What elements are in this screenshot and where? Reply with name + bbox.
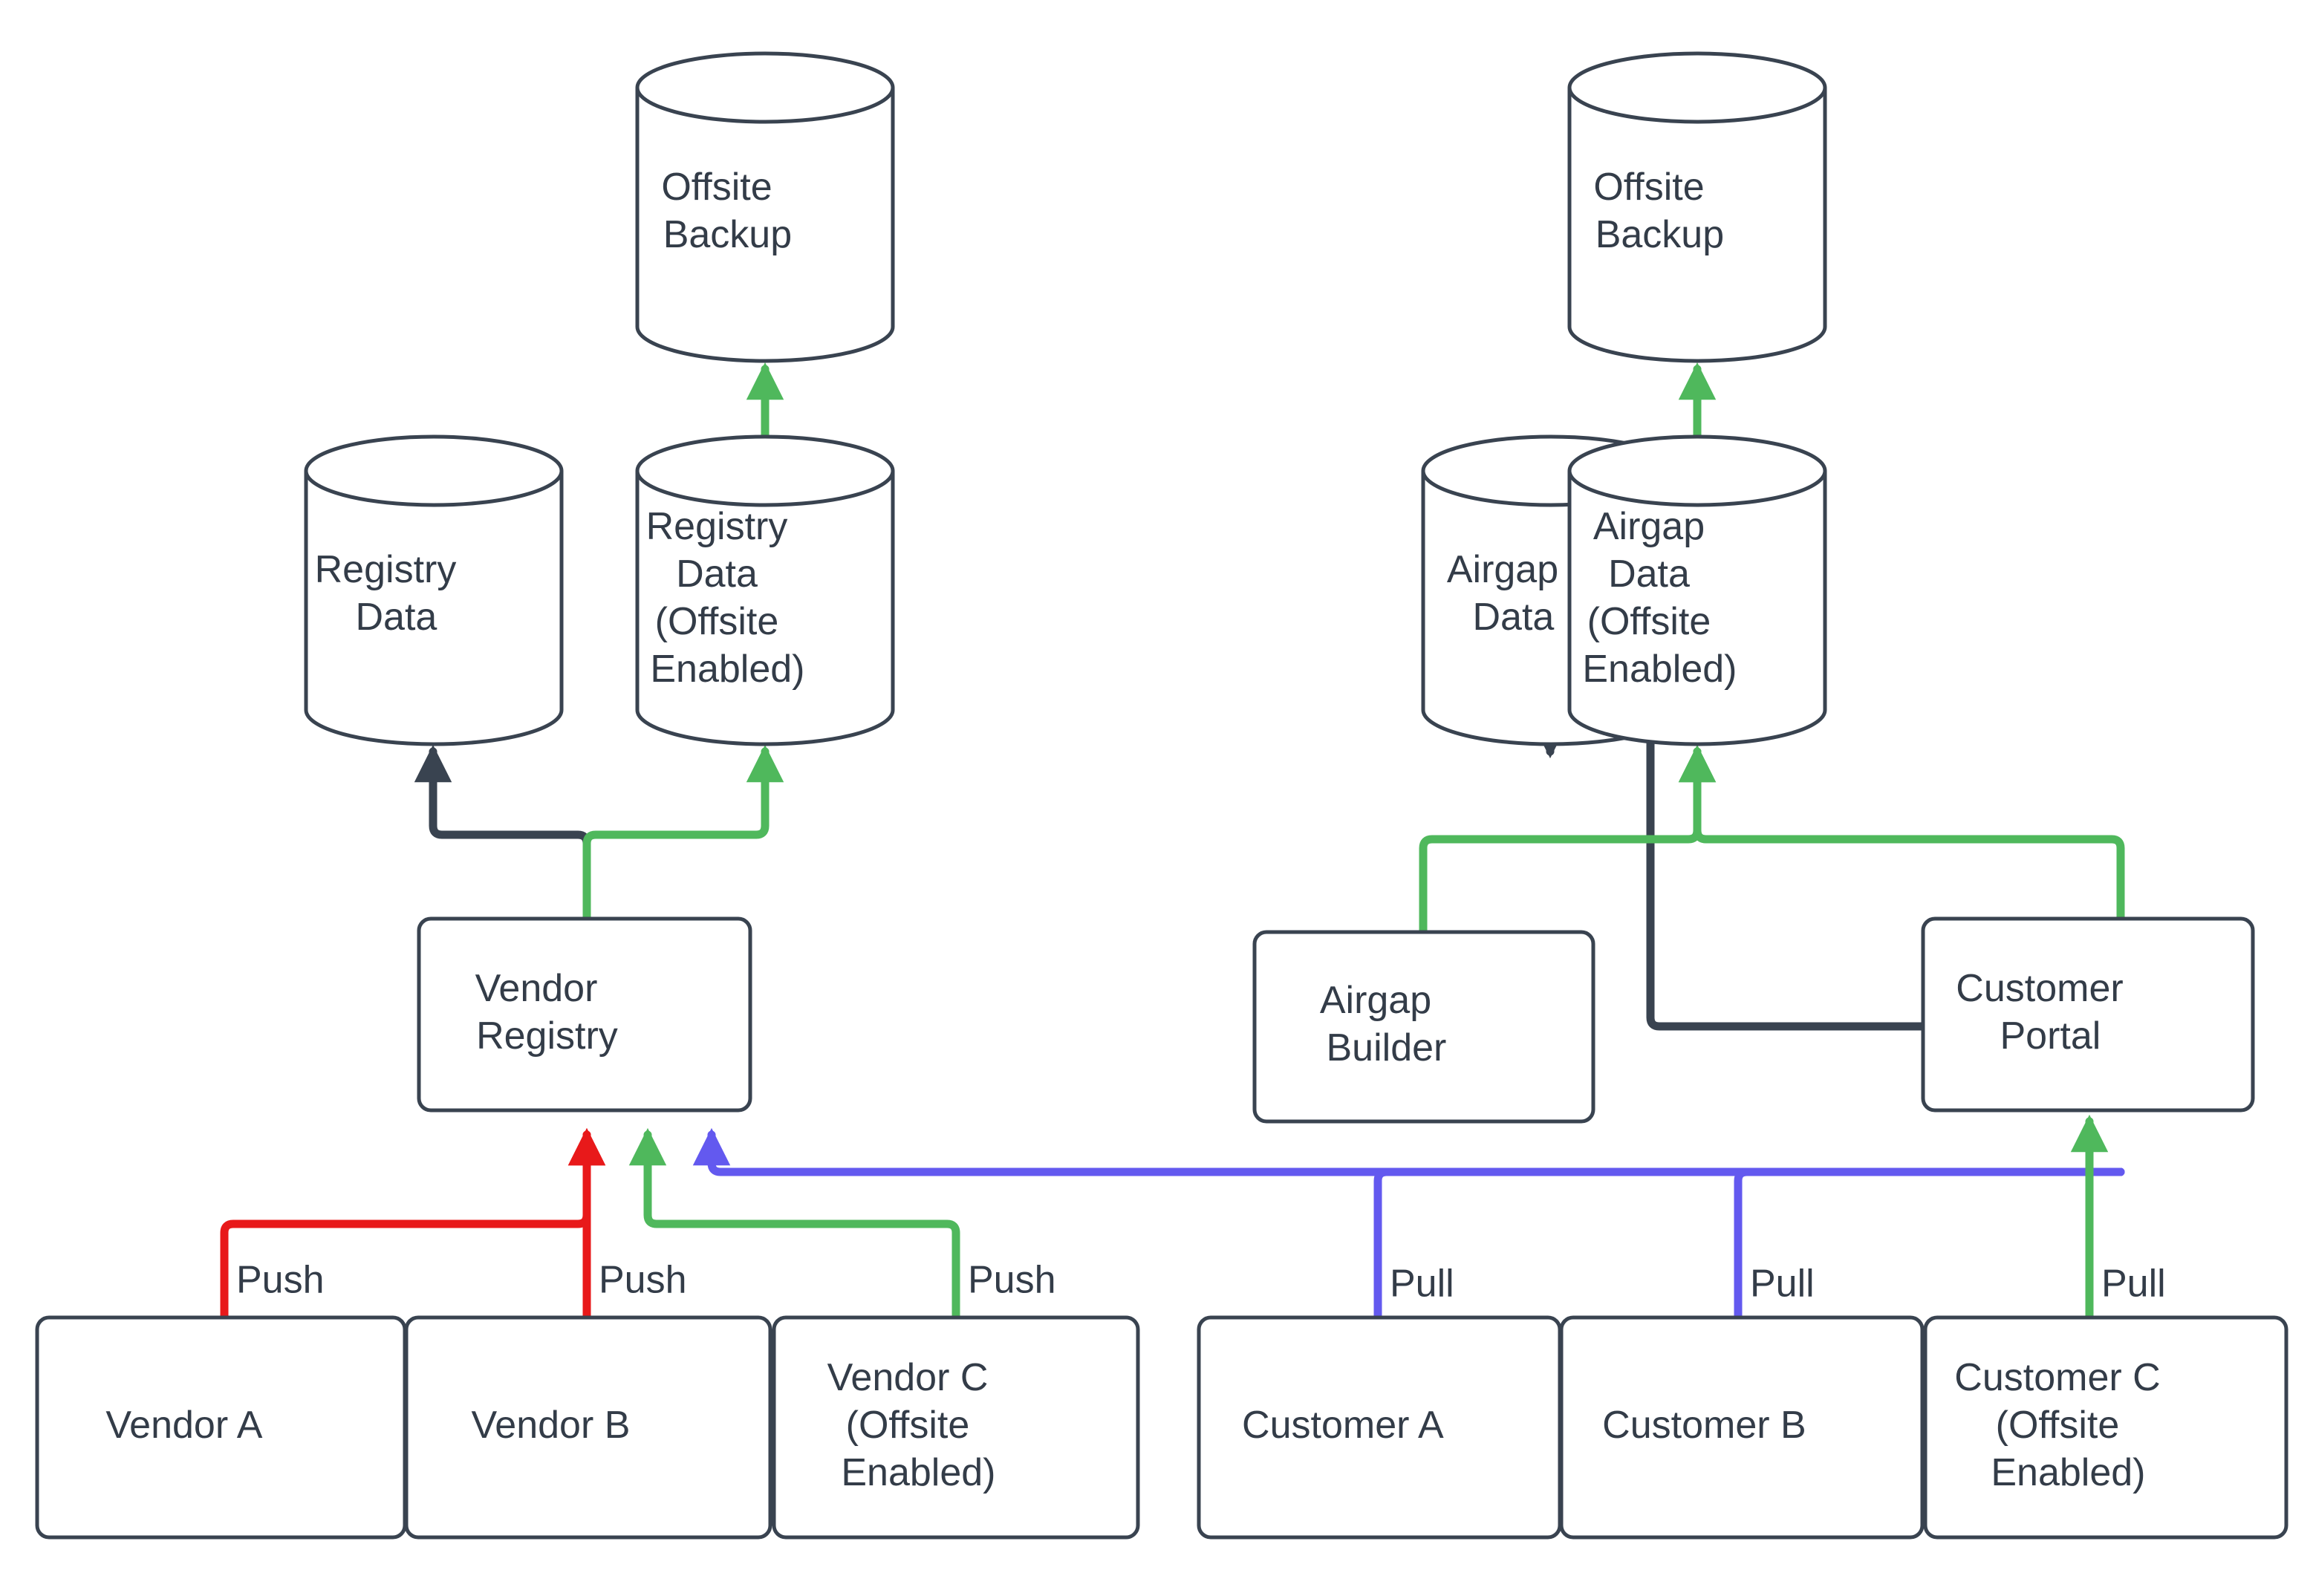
service-label-line: Builder: [1326, 1026, 1446, 1069]
service-airgap-builder[interactable]: Airgap Builder: [1252, 930, 1595, 1124]
edge-registry-to-registry-data-offsite: [582, 744, 784, 922]
edge-customer-a-to-portal: [1373, 1167, 2125, 1320]
edge-label-layer: Push Push Push Pull Pull Pull: [236, 1259, 2166, 1306]
datastore-label-line: Registry: [315, 548, 457, 591]
datastore-label-line: Data: [1608, 553, 1690, 596]
datastore-label-line: Backup: [663, 213, 792, 256]
actor-customer-c[interactable]: Customer C (Offsite Enabled): [1923, 1315, 2288, 1540]
edge-layer: [220, 362, 2125, 1320]
datastore-label-line: Backup: [1595, 213, 1724, 256]
actor-label-line: (Offsite: [1996, 1404, 2120, 1447]
service-customer-portal[interactable]: Customer Portal: [1921, 916, 2255, 1113]
datastore-label-line: (Offsite: [1587, 600, 1711, 643]
edge-customer-portal-to-registry: [692, 1127, 2125, 1176]
datastore-label-line: Data: [356, 596, 437, 639]
edge-customer-b-to-portal: [1734, 1167, 2125, 1320]
datastore-label-line: Registry: [646, 505, 788, 548]
svg-text:Airgap Builder: Airgap Builder: [1320, 979, 1528, 1069]
datastore-label-line: Data: [676, 553, 758, 596]
datastore-label-line: Data: [1473, 596, 1555, 639]
actor-vendor-a[interactable]: Vendor A: [35, 1315, 407, 1540]
actor-label-line: Customer A: [1242, 1404, 1444, 1447]
service-label-line: Portal: [2000, 1014, 2101, 1058]
datastore-label-line: Offsite: [661, 166, 772, 209]
datastore-registry-data[interactable]: Registry Data: [304, 434, 564, 746]
svg-text:Vendor A: Vendor A: [105, 1404, 335, 1447]
actor-label-line: Vendor C: [827, 1356, 989, 1399]
datastore-label-line: Enabled): [650, 648, 804, 691]
edge-airgap-builder-to-airgap-data-offsite: [1419, 744, 1717, 944]
actor-label-line: Customer B: [1602, 1404, 1806, 1447]
actor-label-line: (Offsite: [846, 1404, 970, 1447]
svg-text:Offsite Backup: Offsite Backup: [1593, 166, 1800, 256]
datastore-layer: Offsite Backup Registry Data Registry Da…: [304, 51, 1827, 746]
datastore-label-line: Airgap: [1593, 505, 1705, 548]
svg-text:Airgap Data (O: Airgap Data (Offsite Enabled): [1582, 505, 1812, 691]
edge-vendor-c-to-registry: [628, 1127, 960, 1320]
actor-customer-b[interactable]: Customer B: [1559, 1315, 1925, 1540]
actor-label-line: Vendor A: [105, 1404, 262, 1447]
datastore-registry-data-offsite[interactable]: Registry Data (Offsite Enabled): [635, 434, 895, 746]
edge-label-push-vendor-c: Push: [968, 1259, 1056, 1302]
edge-customer-portal-to-airgap-data: [1531, 720, 1926, 1031]
edge-registry-to-registry-data: [414, 744, 591, 922]
service-vendor-registry[interactable]: Vendor Registry: [417, 916, 752, 1113]
datastore-label-line: Enabled): [1582, 648, 1737, 691]
actor-label-line: Customer C: [1954, 1356, 2160, 1399]
actor-customer-a[interactable]: Customer A: [1197, 1315, 1562, 1540]
svg-text:Registry Data: Registry Data: [315, 548, 553, 639]
datastore-label-line: Offsite: [1593, 166, 1704, 209]
svg-text:Customer Portal: Customer Portal: [1956, 967, 2219, 1058]
actor-layer: Vendor A Vendor B Vendor C (Offsite Enab…: [35, 1315, 2288, 1540]
svg-text:Vendor C (Offsite: Vendor C (Offsite Enabled): [827, 1356, 1085, 1494]
edge-label-pull-customer-c: Pull: [2101, 1263, 2166, 1306]
service-layer: Vendor Registry Airgap Builder Customer …: [417, 916, 2255, 1124]
edge-label-pull-customer-b: Pull: [1750, 1263, 1815, 1306]
svg-text:Customer A: Customer A: [1242, 1404, 1517, 1447]
svg-text:Vendor Registry: Vendor Registry: [475, 967, 694, 1058]
edge-label-push-vendor-a: Push: [236, 1259, 325, 1302]
actor-label-line: Enabled): [1991, 1451, 2145, 1494]
service-label-line: Vendor: [475, 967, 598, 1010]
actor-label-line: Vendor B: [471, 1404, 630, 1447]
service-label-line: Customer: [1956, 967, 2123, 1010]
datastore-label-line: (Offsite: [655, 600, 779, 643]
svg-text:Customer B: Customer B: [1602, 1404, 1881, 1447]
actor-label-line: Enabled): [841, 1451, 995, 1494]
edge-label-pull-customer-a: Pull: [1390, 1263, 1454, 1306]
actor-vendor-b[interactable]: Vendor B: [404, 1315, 772, 1540]
edge-customer-portal-to-airgap-data-offsite: [1678, 744, 2125, 922]
edge-label-push-vendor-b: Push: [599, 1259, 687, 1302]
service-label-line: Airgap: [1320, 979, 1431, 1022]
svg-text:Customer C (Offsite: Customer C (Offsite Enabled): [1954, 1356, 2257, 1494]
svg-text:Airgap Data: Airgap Data: [1447, 548, 1655, 639]
datastore-offsite-backup-left[interactable]: Offsite Backup: [635, 51, 895, 363]
datastore-airgap-data-offsite[interactable]: Airgap Data (Offsite Enabled): [1567, 434, 1827, 746]
svg-text:Offsite Backup: Offsite Backup: [661, 166, 868, 256]
svg-text:Registry Data: Registry Data (Offsite Enabled): [646, 505, 885, 691]
datastore-label-line: Airgap: [1447, 548, 1558, 591]
svg-text:Vendor B: Vendor B: [471, 1404, 705, 1447]
datastore-offsite-backup-right[interactable]: Offsite Backup: [1567, 51, 1827, 363]
actor-vendor-c[interactable]: Vendor C (Offsite Enabled): [772, 1315, 1140, 1540]
service-label-line: Registry: [476, 1014, 618, 1058]
